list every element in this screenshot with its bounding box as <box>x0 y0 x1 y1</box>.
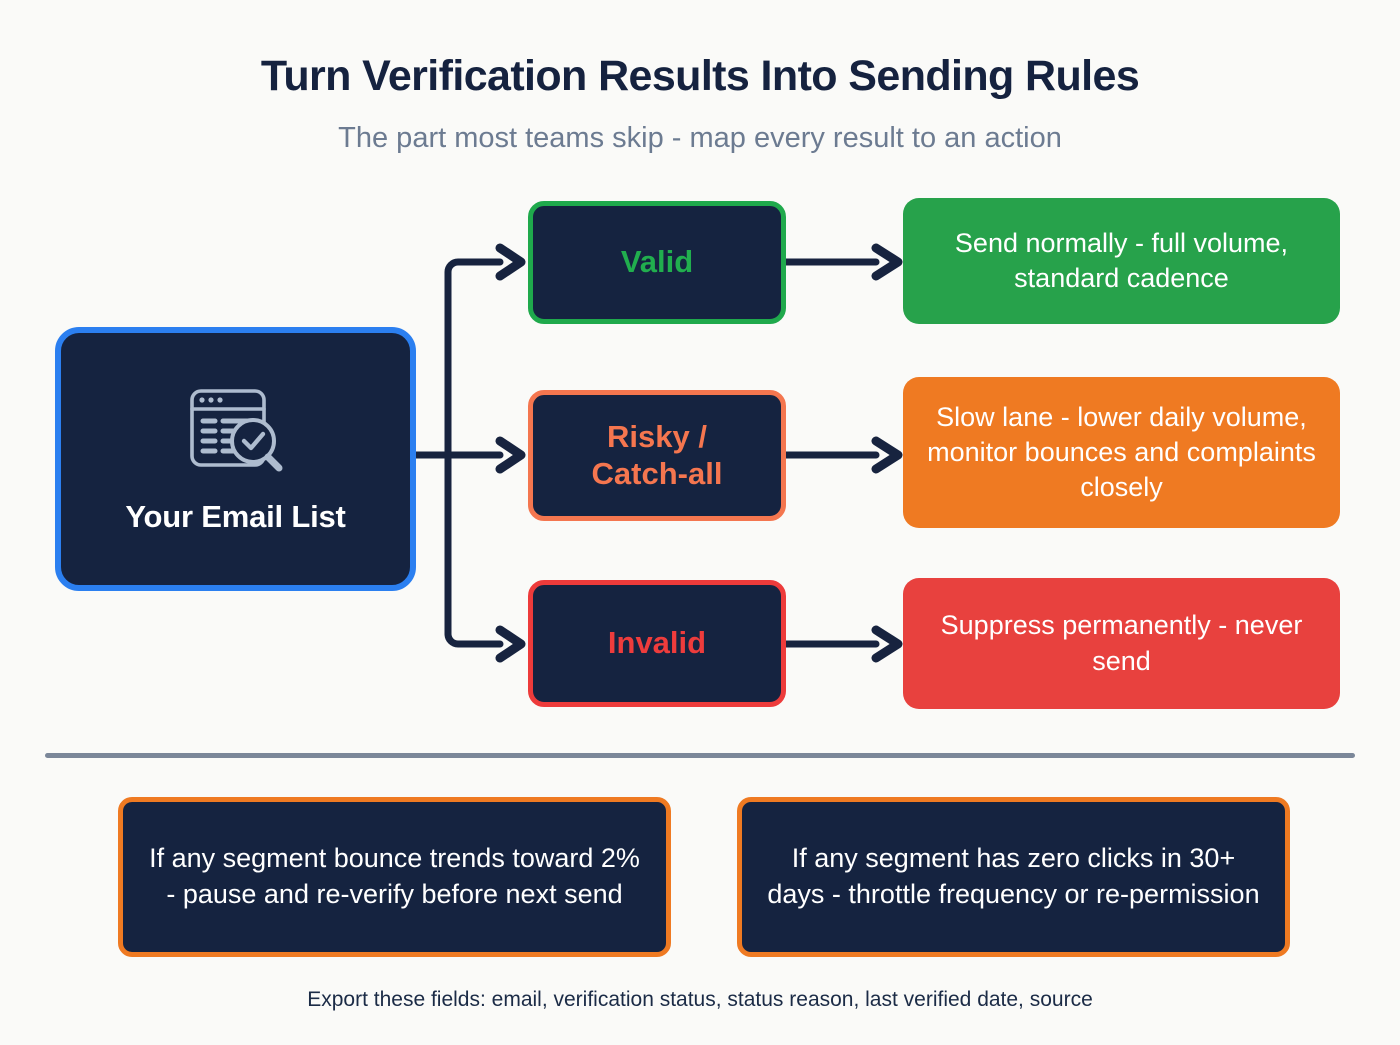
section-divider <box>45 753 1355 758</box>
status-node-valid[interactable]: Valid <box>528 201 786 324</box>
arrowhead-risky-out <box>871 436 903 474</box>
action-node-valid-label: Send normally - full volume, standard ca… <box>954 227 1289 293</box>
guardrail-note-bounce[interactable]: If any segment bounce trends toward 2% -… <box>118 797 671 957</box>
arrowhead-invalid-out <box>871 625 903 663</box>
source-node-label: Your Email List <box>125 499 346 534</box>
guardrail-note-bounce-label: If any segment bounce trends toward 2% -… <box>149 843 640 909</box>
arrowhead-risky-in <box>495 436 526 474</box>
action-node-valid[interactable]: Send normally - full volume, standard ca… <box>903 198 1340 324</box>
guardrail-note-engagement[interactable]: If any segment has zero clicks in 30+ da… <box>737 797 1290 957</box>
status-node-risky-catchall-label: Risky / Catch-all <box>591 419 723 491</box>
action-node-invalid[interactable]: Suppress permanently - never send <box>903 578 1340 709</box>
list-document-magnifier-check-icon <box>184 383 288 479</box>
status-node-invalid-label: Invalid <box>607 625 707 661</box>
page-subtitle: The part most teams skip - map every res… <box>338 122 1062 154</box>
guardrail-note-engagement-label: If any segment has zero clicks in 30+ da… <box>767 843 1260 909</box>
status-node-invalid[interactable]: Invalid <box>528 580 786 707</box>
arrowhead-valid-in <box>495 243 526 281</box>
action-node-risky-catchall-label: Slow lane - lower daily volume, monitor … <box>927 401 1316 503</box>
action-node-risky-catchall[interactable]: Slow lane - lower daily volume, monitor … <box>903 377 1340 528</box>
connector-branch-invalid <box>444 451 504 648</box>
arrowhead-valid-out <box>871 243 903 281</box>
page-title: Turn Verification Results Into Sending R… <box>260 52 1140 100</box>
action-node-invalid-label: Suppress permanently - never send <box>940 610 1303 676</box>
connector-branch-valid <box>444 258 504 459</box>
status-node-risky-catchall[interactable]: Risky / Catch-all <box>528 390 786 521</box>
source-node-email-list[interactable]: Your Email List <box>55 327 416 591</box>
footer-export-fields: Export these fields: email, verification… <box>307 988 1093 1011</box>
arrowhead-invalid-in <box>495 625 526 663</box>
status-node-valid-label: Valid <box>620 244 694 280</box>
